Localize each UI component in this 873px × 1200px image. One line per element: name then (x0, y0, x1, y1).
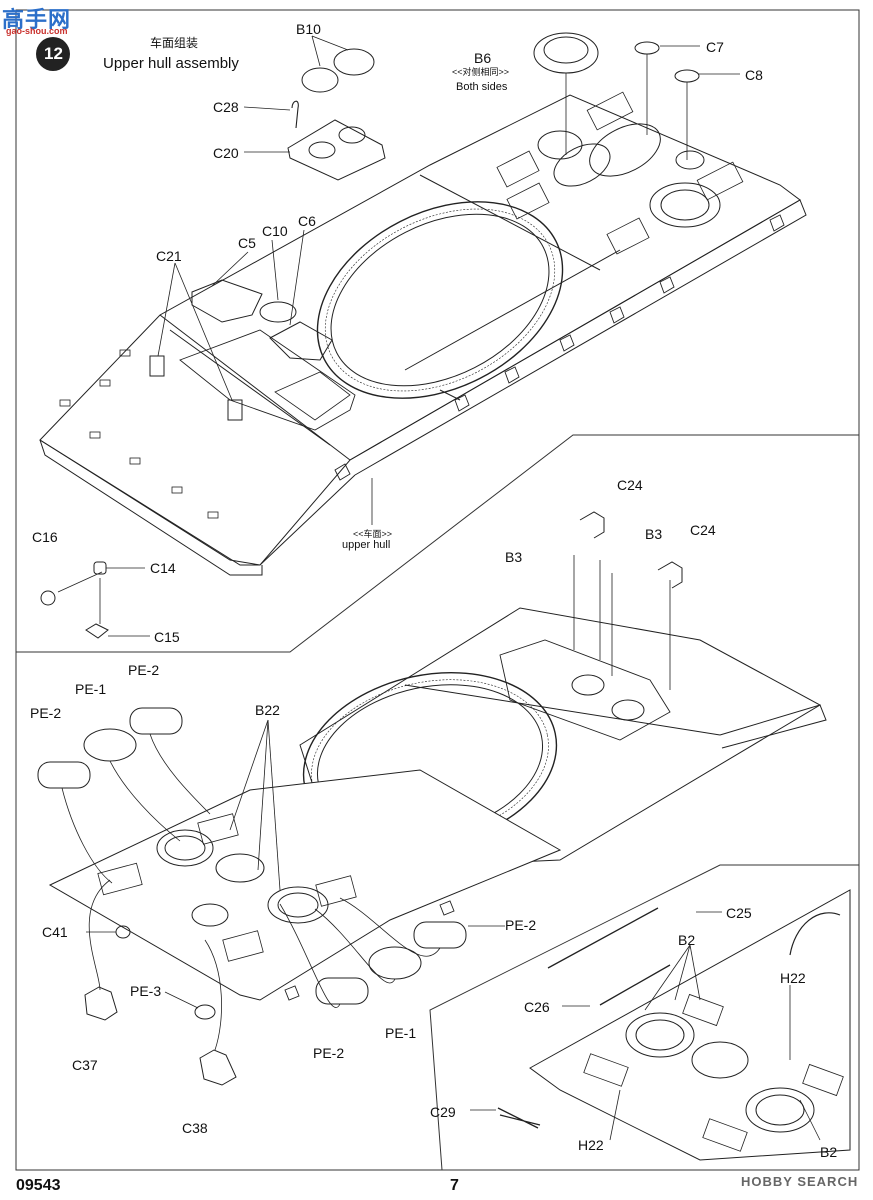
upper-hull-cn: <<车面>> (353, 529, 393, 539)
deck-detail (497, 889, 851, 1161)
part-b6: B6 (474, 50, 492, 66)
part-pe1-a: PE-1 (75, 681, 107, 697)
part-pe2-c: PE-2 (505, 917, 537, 933)
part-c6: C6 (298, 213, 316, 229)
part-c28: C28 (213, 99, 239, 115)
part-b3-b: B3 (645, 526, 663, 542)
part-c41: C41 (42, 924, 68, 940)
part-h22-a: H22 (780, 970, 806, 986)
part-c16: C16 (32, 529, 58, 545)
part-c8: C8 (745, 67, 763, 83)
part-pe3: PE-3 (130, 983, 162, 999)
part-c26: C26 (524, 999, 550, 1015)
part-b3-a: B3 (505, 549, 523, 565)
part-pe2-a: PE-2 (128, 662, 160, 678)
both-sides-cn: <<对侧相同>> (452, 67, 510, 77)
both-sides-label: Both sides (456, 81, 508, 93)
part-c15: C15 (154, 629, 180, 645)
hobby-search-watermark: HOBBY SEARCH (741, 1174, 859, 1189)
part-c14: C14 (150, 560, 176, 576)
part-c20: C20 (213, 145, 239, 161)
page-number: 7 (450, 1177, 459, 1194)
part-b2-b: B2 (820, 1144, 838, 1160)
part-c38: C38 (182, 1120, 208, 1136)
panel-frame (15, 9, 860, 1171)
part-c10: C10 (262, 223, 288, 239)
logo-text: 高手网 (2, 8, 72, 33)
part-h22-b: H22 (578, 1137, 604, 1153)
logo-subtext: gao-shou.com (6, 26, 68, 36)
part-c5: C5 (238, 235, 256, 251)
part-c21: C21 (156, 248, 182, 264)
part-c24-a: C24 (617, 477, 643, 493)
sub-c20 (287, 119, 386, 181)
part-c29: C29 (430, 1104, 456, 1120)
part-c25: C25 (726, 905, 752, 921)
engine-deck (48, 769, 562, 1001)
part-c37: C37 (72, 1057, 98, 1073)
kit-number: 09543 (16, 1177, 61, 1194)
upper-hull-label: upper hull (342, 539, 391, 551)
step-title-en: Upper hull assembly (103, 55, 239, 72)
step-badge-circle (36, 37, 70, 71)
upper-hull-top (39, 91, 807, 576)
part-b2-a: B2 (678, 932, 696, 948)
part-pe1-b: PE-1 (385, 1025, 417, 1041)
part-pe2-d: PE-2 (313, 1045, 345, 1061)
part-b22: B22 (255, 702, 280, 718)
step-title-cn: 车面组装 (150, 36, 199, 50)
part-pe2-b: PE-2 (30, 705, 62, 721)
part-c24-b: C24 (690, 522, 716, 538)
step-number: 12 (44, 44, 63, 63)
part-c7: C7 (706, 39, 724, 55)
part-b10: B10 (296, 21, 321, 37)
